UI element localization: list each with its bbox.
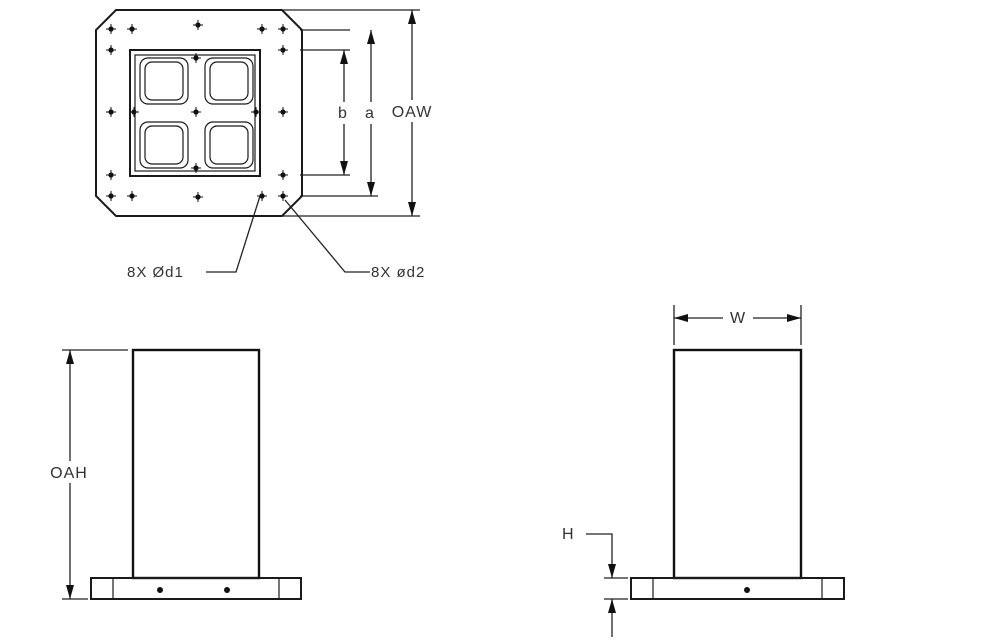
label-oaw: OAW [392,104,433,121]
base-hole [157,587,163,593]
dimension-b: b [334,50,352,175]
label-w: W [730,310,746,327]
dimension-h: H [562,526,628,637]
dimension-oah: OAH [46,349,128,600]
front-view-body [131,348,261,580]
dimension-w: W [673,305,802,345]
top-view-window-openings [139,57,254,169]
side-view: W H [562,305,845,637]
label-d2: 8X ød2 [371,264,425,281]
label-h: H [562,526,575,543]
front-view: OAH [46,348,302,600]
top-view-inner-flange [129,49,261,177]
dimension-oaw: OAW [390,10,434,216]
top-view-base-plate [95,9,303,217]
label-oah: OAH [50,465,88,482]
front-view-base-plate [90,577,302,600]
dimension-a: a [361,30,379,196]
base-hole [224,587,230,593]
leader-d1: 8X Ød1 [127,195,261,281]
side-view-body [672,348,803,580]
label-b: b [338,105,348,122]
top-view: b a OAW 8X Ød1 8X ød2 [95,9,434,281]
label-d1: 8X Ød1 [127,264,184,281]
side-view-base-plate [630,577,845,600]
label-a: a [365,105,375,122]
leader-d2: 8X ød2 [284,199,425,281]
base-hole [744,587,750,593]
